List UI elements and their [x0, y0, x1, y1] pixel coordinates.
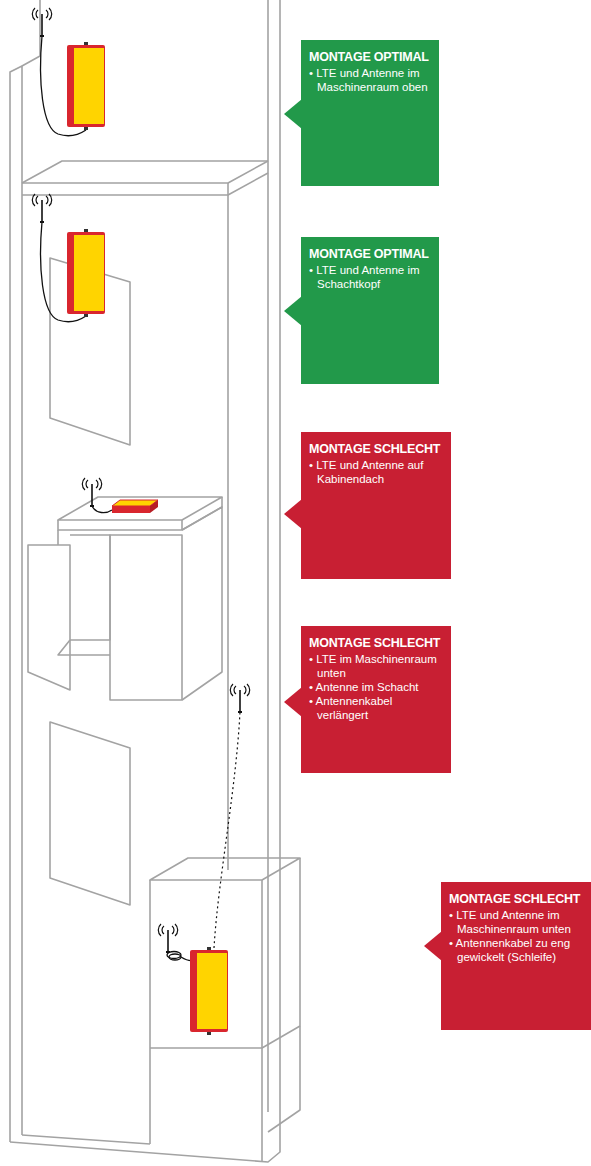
callout-heading: MONTAGE SCHLECHT: [309, 636, 440, 651]
shaft-lines: [10, 0, 300, 1162]
antenna-cable: [92, 506, 112, 513]
antenna-symbol: [32, 8, 51, 36]
callout-box: MONTAGE OPTIMAL• LTE und Antenne im Masc…: [301, 40, 439, 186]
callout-bullet: • LTE und Antenne im Maschinenraum oben: [309, 66, 431, 94]
callout-heading: MONTAGE OPTIMAL: [309, 50, 429, 65]
callout-heading: MONTAGE SCHLECHT: [309, 442, 440, 457]
callout-pointer: [284, 296, 302, 326]
lte-device: [112, 500, 158, 513]
callout-pointer: [284, 687, 302, 717]
lte-device: [67, 229, 105, 317]
callout-pointer: [284, 99, 302, 129]
callout-bullet: • LTE und Antenne im Schachtkopf: [309, 263, 431, 291]
callout-bullet: • LTE und Antenne im Maschinenraum unten: [449, 908, 583, 936]
callout-pointer: [424, 931, 442, 961]
lte-device: [190, 947, 228, 1035]
antenna-cable-loop: [167, 952, 194, 961]
callout-bullet: • LTE und Antenne auf Kabinendach: [309, 458, 443, 486]
antenna-symbol: [230, 684, 249, 712]
antenna-symbol: [158, 924, 177, 952]
antenna-symbol: [82, 478, 101, 506]
callout-bullet: • Antenne im Schacht: [309, 680, 443, 694]
callout-heading: MONTAGE SCHLECHT: [449, 892, 580, 907]
lte-device: [67, 42, 105, 130]
antenna-symbol: [32, 194, 51, 222]
callout-heading: MONTAGE OPTIMAL: [309, 247, 429, 262]
callout-box: MONTAGE SCHLECHT• LTE im Maschinenraum u…: [301, 626, 451, 773]
callout-box: MONTAGE SCHLECHT• LTE und Antenne auf Ka…: [301, 432, 451, 579]
callout-bullet: • Antennenkabel zu eng gewickelt (Schlei…: [449, 936, 583, 964]
antenna-cable-extended: [214, 712, 240, 948]
callout-bullet: • LTE im Maschinenraum unten: [309, 652, 443, 680]
callout-bullet: • Antennenkabel verlängert: [309, 694, 443, 722]
callout-box: MONTAGE SCHLECHT• LTE und Antenne im Mas…: [441, 882, 591, 1030]
callout-pointer: [284, 499, 302, 529]
callout-box: MONTAGE OPTIMAL• LTE und Antenne im Scha…: [301, 237, 439, 384]
